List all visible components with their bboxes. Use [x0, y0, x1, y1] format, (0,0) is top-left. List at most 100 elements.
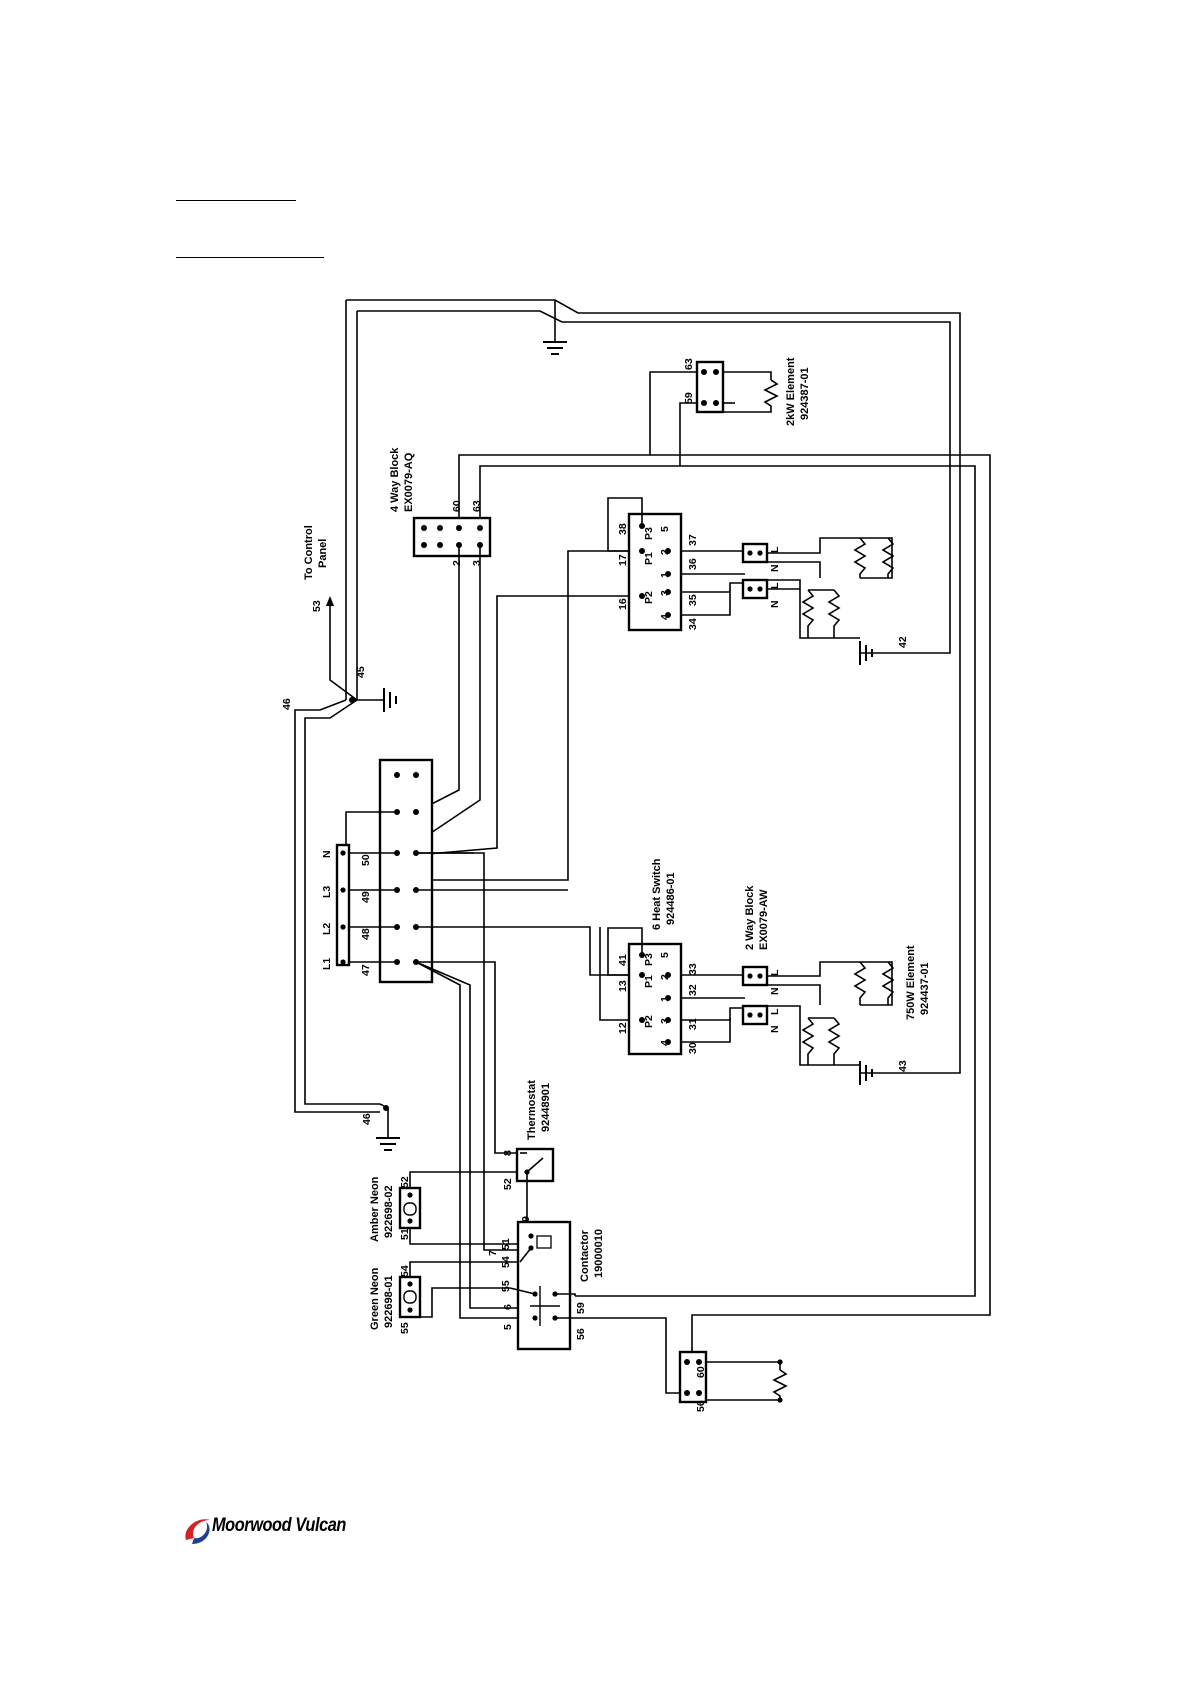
term-59b: 59 — [575, 1302, 587, 1314]
blk-top-N1: N — [769, 564, 781, 572]
sw-top-5: 5 — [659, 526, 671, 532]
contactor — [509, 1220, 692, 1394]
term-36: 36 — [687, 558, 699, 570]
earth-symbol-42 — [859, 641, 888, 665]
heat-switch-bottom — [599, 927, 745, 1056]
logo-brand-text: Moorwood Vulcan — [212, 1515, 346, 1536]
blk-bot-L1: L — [769, 969, 781, 976]
two-way-block-bottom — [741, 961, 895, 1066]
label-thermostat-code: 92448901 — [540, 1083, 552, 1132]
term-N-top: N — [321, 850, 333, 858]
heading-underline-1 — [176, 200, 296, 201]
sw-bot-5: 5 — [659, 952, 671, 958]
term-48: 48 — [360, 928, 372, 940]
blk-top-L1: L — [769, 546, 781, 553]
element-bottom — [678, 1350, 788, 1404]
blk-bot-N2: N — [769, 1025, 781, 1033]
term-L1: L1 — [321, 958, 333, 970]
term-5: 5 — [502, 1324, 514, 1330]
outer-wire-loop — [345, 299, 961, 1074]
term-35: 35 — [687, 594, 699, 606]
blk-top-L2: L — [769, 582, 781, 589]
control-panel-feed — [294, 596, 397, 1113]
label-green-name: Green Neon — [369, 1267, 381, 1330]
sw-bot-P3: P3 — [643, 953, 655, 966]
moorwood-vulcan-logo — [185, 1519, 210, 1544]
sw-bot-P1: P1 — [643, 975, 655, 988]
term-49: 49 — [360, 891, 372, 903]
earth-symbol-top — [543, 341, 567, 355]
green-neon — [398, 1261, 531, 1319]
term-7: 7 — [487, 1250, 499, 1256]
right-return-wires — [575, 454, 991, 1360]
earth-symbol-46 — [376, 1103, 400, 1151]
term-9: 9 — [520, 1216, 532, 1222]
term-43: 43 — [897, 1060, 909, 1072]
term-54a: 54 — [500, 1256, 512, 1268]
sw-bot-3: 3 — [659, 1018, 671, 1024]
term-52a: 52 — [502, 1178, 514, 1190]
two-way-block-top — [741, 537, 895, 639]
blk-bot-N1: N — [769, 987, 781, 995]
blk-bot-L2: L — [769, 1008, 781, 1015]
sw-top-3: 3 — [659, 590, 671, 596]
term-63a: 63 — [471, 500, 483, 512]
term-52b: 52 — [399, 1176, 411, 1188]
term-45: 45 — [355, 666, 367, 678]
term-46b: 46 — [361, 1113, 373, 1125]
sw-bot-2: 2 — [659, 974, 671, 980]
logo-swoosh-red — [185, 1519, 210, 1540]
label-contactor-name: Contactor — [579, 1229, 591, 1282]
label-750w-code: 924437-01 — [919, 962, 931, 1015]
term-13: 13 — [617, 980, 629, 992]
term-34: 34 — [687, 618, 699, 630]
term-59a: 59 — [683, 392, 695, 404]
term-41: 41 — [617, 954, 629, 966]
label-2kw-name: 2kW Element — [785, 357, 797, 426]
term-31: 31 — [687, 1018, 699, 1030]
term-50: 50 — [360, 854, 372, 866]
sw-top-P1: P1 — [643, 552, 655, 565]
term-32: 32 — [687, 984, 699, 996]
sw-top-2: 2 — [659, 549, 671, 555]
term-55a: 55 — [500, 1280, 512, 1292]
term-33: 33 — [687, 963, 699, 975]
term-8: 8 — [502, 1150, 514, 1156]
term-2: 2 — [451, 560, 463, 566]
term-L3: L3 — [321, 886, 333, 898]
label-2way-name: 2 Way Block — [744, 885, 756, 950]
term-56b: 56 — [695, 1400, 707, 1412]
label-2kw-code: 924387-01 — [799, 367, 811, 420]
term-51a: 51 — [399, 1228, 411, 1240]
label-4way-code: EX0079-AQ — [403, 452, 415, 512]
term-51b: 51 — [500, 1238, 512, 1250]
term-16: 16 — [617, 598, 629, 610]
sw-top-4: 4 — [659, 614, 671, 620]
sw-bot-1: 1 — [659, 996, 671, 1002]
heat-switch-top — [415, 497, 745, 881]
four-way-block — [412, 454, 680, 844]
label-green-code: 922698-01 — [383, 1275, 395, 1328]
term-38: 38 — [617, 523, 629, 535]
label-amber-name: Amber Neon — [369, 1176, 381, 1242]
term-L2: L2 — [321, 923, 333, 935]
label-to-control-1: To Control — [303, 525, 315, 580]
term-47: 47 — [360, 964, 372, 976]
amber-neon — [398, 1171, 531, 1245]
label-contactor-code: 19000010 — [593, 1229, 605, 1278]
term-30: 30 — [687, 1042, 699, 1054]
term-63b: 63 — [683, 358, 695, 370]
term-17: 17 — [617, 554, 629, 566]
earth-symbol-43 — [859, 1061, 950, 1085]
labels: To Control Panel 4 Way Block EX0079-AQ 2… — [281, 357, 931, 1412]
heading-underline-2 — [176, 257, 324, 258]
label-thermostat-name: Thermostat — [526, 1080, 538, 1140]
label-4way-name: 4 Way Block — [389, 447, 401, 512]
term-3: 3 — [471, 560, 483, 566]
term-54b: 54 — [399, 1265, 411, 1277]
term-46a: 46 — [281, 698, 293, 710]
term-60b: 60 — [695, 1366, 707, 1378]
term-42: 42 — [897, 636, 909, 648]
